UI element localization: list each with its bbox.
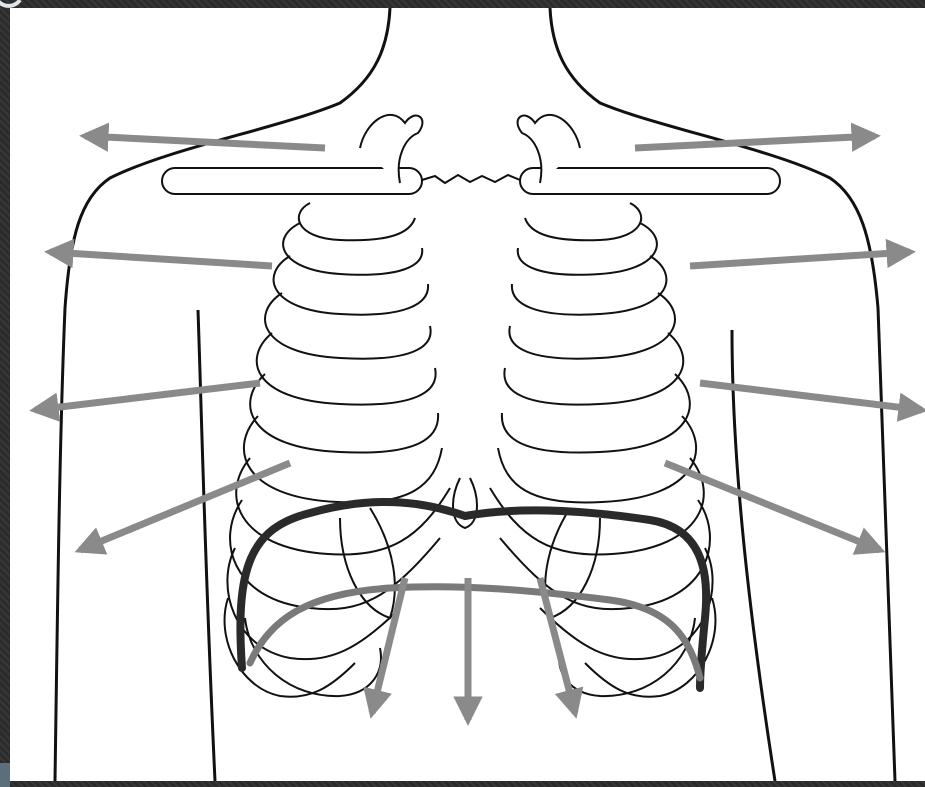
diaphragm-descent-arrows <box>372 578 575 720</box>
rib-expansion-arrows <box>35 136 922 550</box>
left-arm-line <box>198 310 215 781</box>
arrow-upper-right <box>635 136 875 148</box>
right-arm-line <box>732 330 775 781</box>
arrow-mid-left <box>35 383 260 410</box>
diagram-canvas <box>10 8 925 781</box>
neck-left-line <box>55 8 390 781</box>
arrow-down-left <box>372 578 405 713</box>
right-ribs <box>490 203 715 697</box>
arrow-mid-upper-right <box>690 252 910 266</box>
neck-right-line <box>550 8 895 781</box>
xiphoid <box>453 478 477 528</box>
arrow-mid-upper-left <box>50 252 272 266</box>
side-tab <box>0 763 10 787</box>
diaphragm-contracted-curve <box>250 587 700 678</box>
arrow-lower-right <box>665 463 880 550</box>
clavicles <box>162 168 780 194</box>
arrow-lower-left <box>80 463 290 550</box>
breathing-diagram <box>10 8 925 781</box>
left-ribs <box>225 203 450 697</box>
arrow-upper-left <box>85 136 325 148</box>
